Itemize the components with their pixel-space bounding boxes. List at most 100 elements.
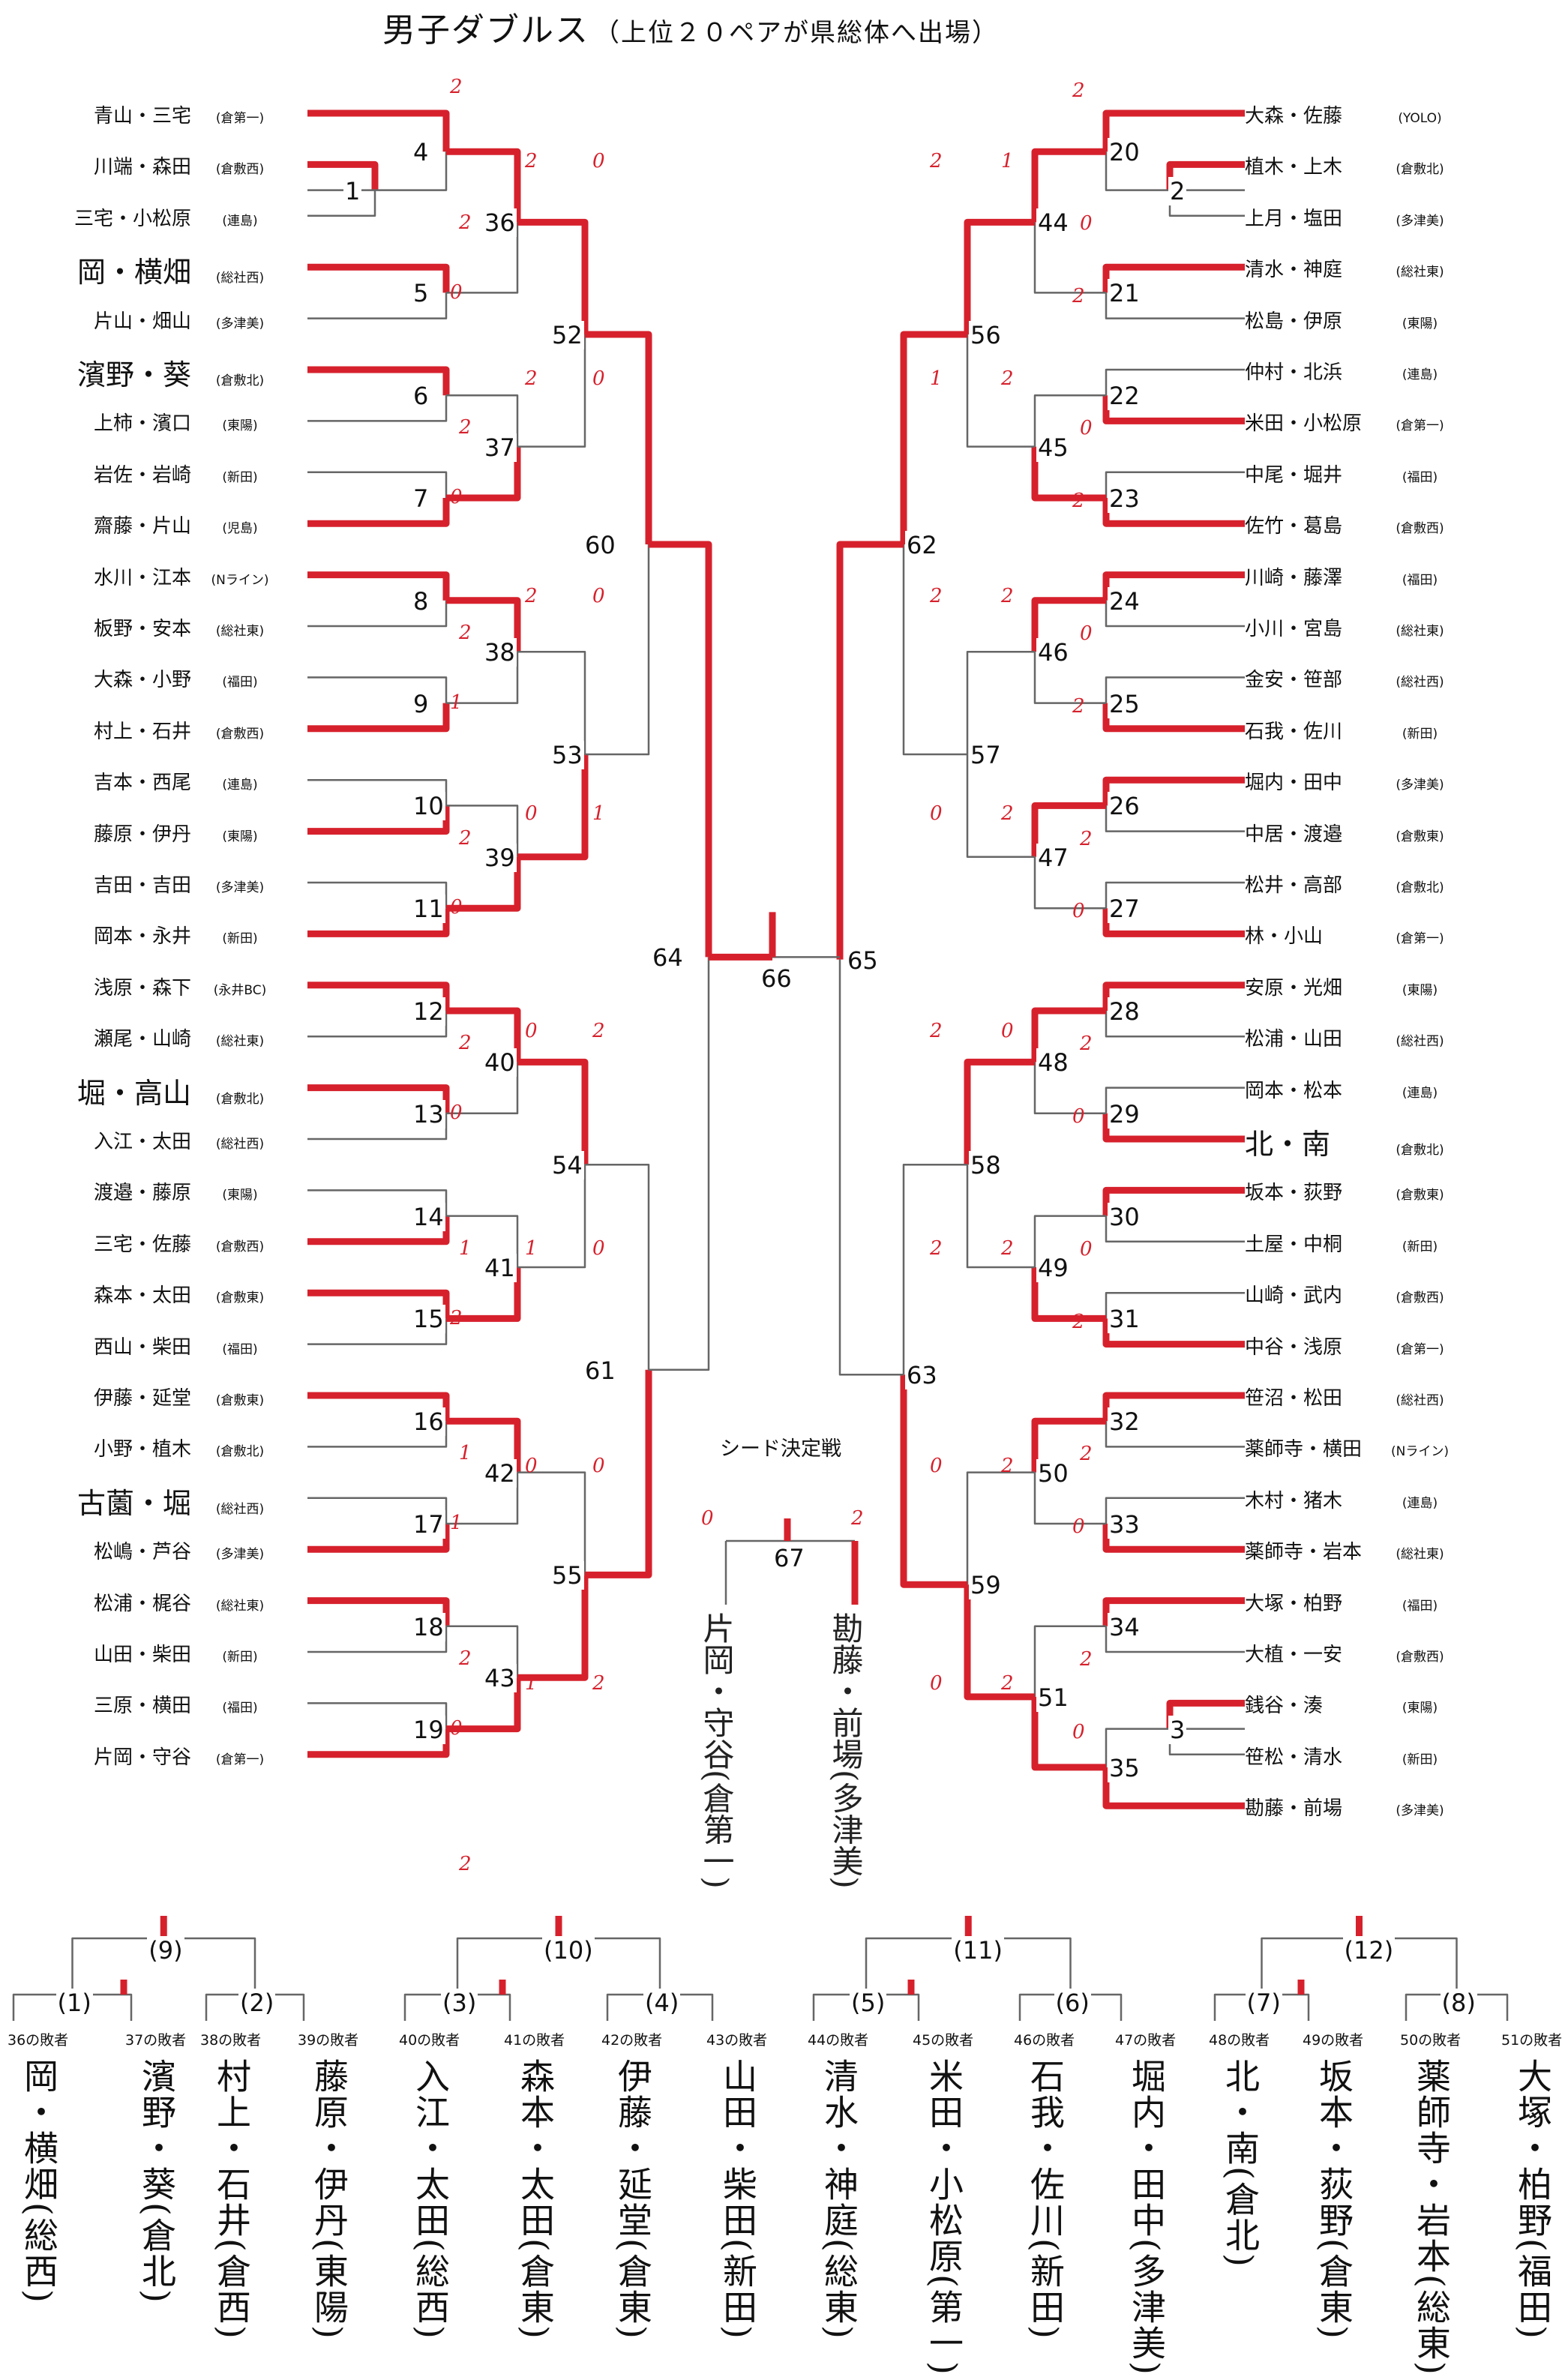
bracket-line (1033, 1472, 1106, 1525)
team-entry: 笹沼・松田(総社西) (1245, 1383, 1463, 1410)
seed-source-label: 37の敗者 (125, 2032, 187, 2049)
team-school: (東陽) (222, 829, 258, 844)
bracket-line (1031, 1696, 1106, 1771)
team-name: 安原・光畑 (1245, 976, 1343, 1000)
team-entry: 木村・猪木(連島) (1245, 1485, 1463, 1513)
match-number: 8 (412, 586, 430, 616)
team-school: (倉敷西) (1396, 521, 1444, 537)
team-entry: 大植・一安(倉敷西) (1245, 1639, 1463, 1667)
team-name: 齋藤・片山 (93, 515, 191, 538)
bracket-line (307, 881, 448, 909)
team-entry: 勘藤・前場 (多津美) (1245, 1793, 1463, 1821)
match-number: 30 (1108, 1202, 1141, 1231)
bracket-line (1033, 1062, 1106, 1115)
team-name: 片岡・守谷 (93, 1746, 191, 1769)
score-mark: 0 (930, 1672, 943, 1695)
team-school: (倉敷北) (1396, 880, 1444, 895)
bracket-line (307, 1318, 448, 1345)
seed-source-label: 36の敗者 (7, 2032, 69, 2049)
team-name: 植木・上木 (1245, 156, 1343, 179)
team-entry: 中居・渡邉(倉敷東) (1245, 819, 1463, 847)
team-name: 浅原・森下 (93, 976, 191, 1000)
team-school: (福田) (222, 675, 258, 691)
team-name: 松井・高部 (1245, 874, 1343, 897)
bracket-line (1102, 1392, 1245, 1422)
team-entry: 板野・安本(総社東) (60, 613, 289, 641)
bracket-line (1105, 881, 1245, 909)
bracket-line (1102, 982, 1245, 1011)
team-entry: 松嶋・芦谷(多津美) (60, 1536, 289, 1564)
match-number: 13 (412, 1099, 445, 1129)
match-number: 15 (412, 1305, 445, 1334)
seed-source-label: 40の敗者 (399, 2032, 460, 2049)
bracket-line (1033, 856, 1106, 910)
bracket-line (307, 1702, 448, 1729)
bracket-line (1102, 498, 1245, 527)
team-school: (新田) (1402, 1752, 1438, 1767)
team-name: 堀・高山 (76, 1076, 191, 1110)
team-entry: 小野・植木(倉敷北) (60, 1434, 289, 1461)
match-number: 32 (1108, 1407, 1141, 1437)
bracket-line (1031, 1417, 1106, 1473)
team-school: (多津美) (1396, 213, 1444, 229)
score-mark: 0 (1072, 1105, 1085, 1128)
team-name: 林・小山 (1245, 925, 1324, 949)
seed-final-entrant-1: 片岡・守谷(倉第一) (698, 1612, 735, 1889)
score-mark: 2 (459, 1032, 472, 1055)
bracket-line (1105, 1215, 1245, 1243)
score-mark: 0 (701, 1507, 714, 1530)
match-number: 57 (969, 741, 1003, 769)
team-school: (総社西) (215, 271, 265, 286)
team-name: 石我・佐川 (1245, 720, 1343, 743)
score-mark: 0 (1072, 900, 1085, 923)
team-school: (新田) (1402, 726, 1438, 742)
bracket-line (517, 1575, 589, 1681)
bracket-line (902, 544, 967, 756)
team-school: (倉第一) (1396, 418, 1444, 434)
bracket-line (307, 1524, 450, 1553)
bracket-line (1102, 1186, 1245, 1216)
bracket-line (307, 160, 379, 190)
score-mark: 1 (592, 802, 605, 825)
team-name: 松島・伊原 (1245, 310, 1343, 333)
team-name: 山崎・武内 (1245, 1284, 1343, 1308)
team-name: 大塚・柏野 (1245, 1592, 1343, 1615)
seed-loser-pair: 伊藤・延堂(倉東) (613, 2058, 653, 2340)
team-name: 坂本・荻野 (1245, 1182, 1343, 1205)
match-number: 38 (483, 638, 517, 667)
bracket-line (307, 1189, 448, 1216)
team-name: 大植・一安 (1245, 1644, 1343, 1666)
team-school: (多津美) (1396, 1803, 1444, 1819)
score-mark: 2 (1001, 1672, 1014, 1695)
match-number: 61 (583, 1356, 617, 1385)
team-name: 勘藤・前場 (1245, 1797, 1343, 1821)
score-mark: 0 (450, 896, 463, 919)
seed-decider-title: シード決定戦 (720, 1437, 841, 1461)
score-mark: 2 (450, 1306, 463, 1329)
score-mark: 2 (1080, 827, 1093, 850)
team-entry: 中尾・堀井(福田) (1245, 460, 1463, 487)
bracket-line (1102, 109, 1245, 152)
bracket-line (649, 541, 712, 958)
match-number: 51 (1036, 1683, 1070, 1712)
team-entry: 佐竹・葛島(倉敷西) (1245, 511, 1463, 538)
match-number: (5) (850, 1989, 887, 2017)
seed-loser-pair: 岡・横畑(総西) (19, 2058, 59, 2304)
team-school: (倉敷東) (215, 1290, 265, 1306)
bracket-line (307, 1215, 450, 1245)
bracket-line (1102, 703, 1245, 733)
bracket-line (307, 908, 450, 937)
team-school: (連島) (1402, 1495, 1438, 1511)
team-name: 濱野・葵 (76, 358, 191, 391)
team-school: (福田) (1402, 1598, 1438, 1614)
bracket-line (1031, 802, 1106, 857)
team-name: 薬師寺・岩本 (1245, 1541, 1363, 1564)
bracket-line (517, 334, 586, 448)
team-name: 渡邉・藤原 (93, 1182, 191, 1205)
score-mark: 0 (930, 1455, 943, 1477)
team-name: 金安・笹部 (1245, 669, 1343, 692)
score-mark: 2 (459, 211, 472, 234)
bracket-line (446, 1625, 519, 1678)
bracket-line (1105, 600, 1245, 628)
team-entry: 岩佐・岩崎(新田) (60, 460, 289, 487)
